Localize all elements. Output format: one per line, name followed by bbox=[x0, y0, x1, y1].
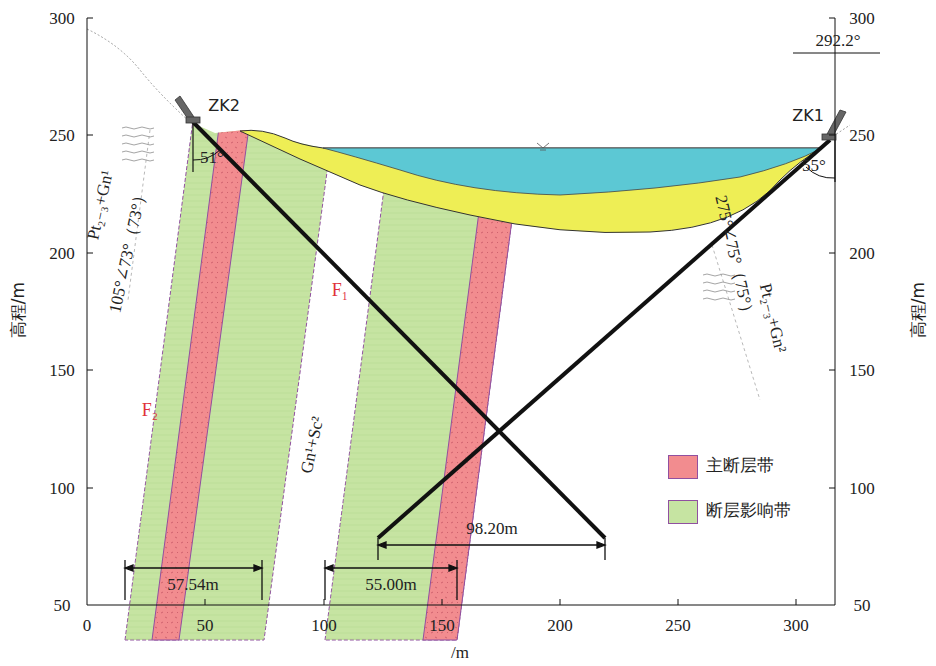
section-label: 55° bbox=[802, 157, 826, 174]
legend-swatch bbox=[668, 455, 698, 479]
section-label: 高程/m bbox=[910, 282, 927, 338]
axis-tick-label: 300 bbox=[49, 10, 75, 27]
section-label: ZK2 bbox=[208, 98, 240, 114]
axis-tick-label: 50 bbox=[854, 597, 871, 614]
axis-tick-label: 150 bbox=[429, 617, 455, 634]
legend-text: 断层影响带 bbox=[706, 502, 791, 519]
section-label: ZK1 bbox=[792, 108, 824, 124]
section-label: Pt₂₋₃+Gn² bbox=[757, 282, 789, 354]
axis-tick-label: 300 bbox=[849, 10, 875, 27]
axis-tick-label: 250 bbox=[849, 127, 875, 144]
axis-tick-label: 200 bbox=[547, 617, 573, 634]
axis-tick-label: 250 bbox=[49, 127, 75, 144]
legend-swatch bbox=[668, 500, 698, 524]
section-label: 292.2° bbox=[815, 32, 860, 49]
axis-tick-label: 100 bbox=[49, 480, 75, 497]
dimension-label: 55.00m bbox=[365, 576, 416, 593]
axis-tick-label: 50 bbox=[54, 597, 71, 614]
axis-tick-label: 200 bbox=[49, 245, 75, 262]
section-label: /m bbox=[451, 644, 469, 661]
section-label: 51° bbox=[200, 149, 224, 166]
section-label: Pt₂₋₃+Gn¹ bbox=[84, 169, 115, 241]
axis-tick-label: 150 bbox=[49, 362, 75, 379]
section-label: F₂ bbox=[142, 401, 158, 419]
axis-tick-label: 50 bbox=[197, 617, 214, 634]
dimension-label: 57.54m bbox=[167, 576, 218, 593]
axis-tick-label: 250 bbox=[665, 617, 691, 634]
section-label: Gn¹+Sc² bbox=[298, 415, 327, 475]
axis-tick-label: 100 bbox=[311, 617, 337, 634]
section-label: F₁ bbox=[332, 281, 348, 299]
axis-tick-label: 200 bbox=[849, 245, 875, 262]
section-label: 高程/m bbox=[10, 282, 27, 338]
axis-tick-label: 0 bbox=[83, 617, 92, 634]
legend-text: 主断层带 bbox=[706, 457, 774, 474]
axis-tick-label: 100 bbox=[849, 480, 875, 497]
axis-tick-label: 300 bbox=[783, 617, 809, 634]
dimension-label: 98.20m bbox=[466, 520, 517, 537]
axis-tick-label: 150 bbox=[849, 362, 875, 379]
section-label: 105°∠73°（73°） bbox=[106, 186, 149, 315]
